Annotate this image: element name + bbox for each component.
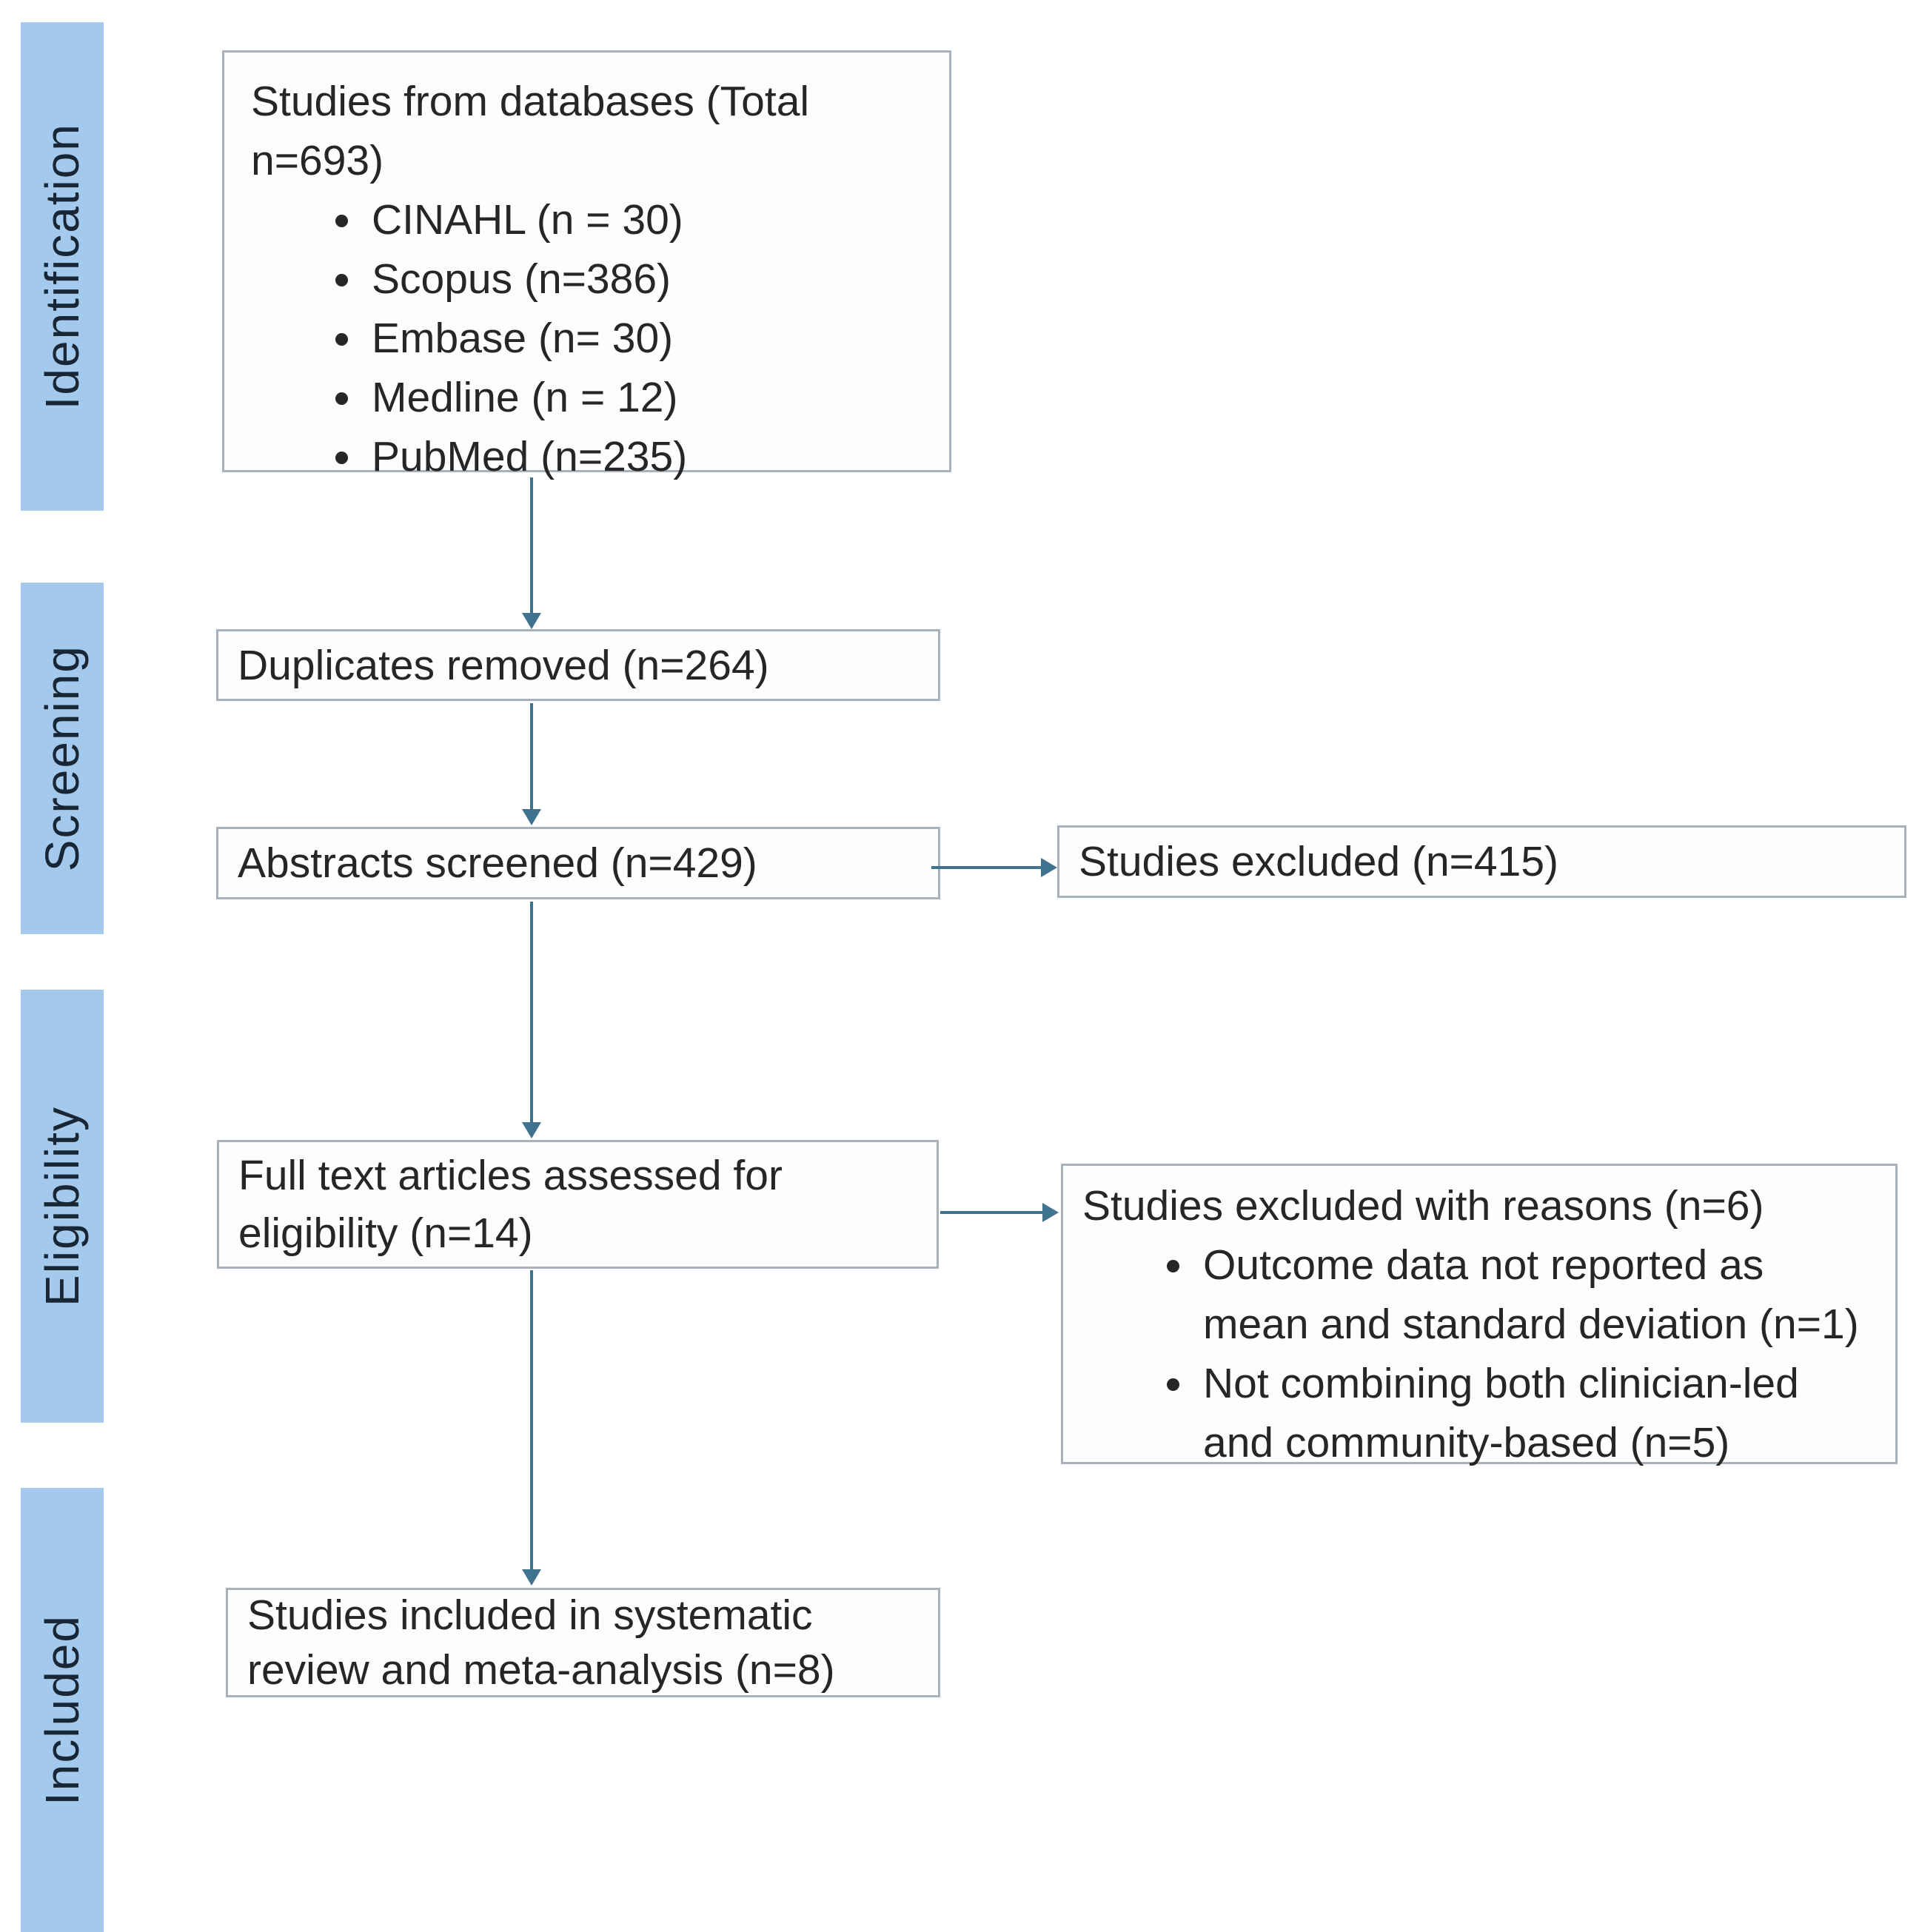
- abstracts-screened-text: Abstracts screened (n=429): [238, 839, 757, 887]
- arrow-down-icon: [522, 1122, 541, 1138]
- arrow-shaft: [931, 866, 1041, 869]
- list-item: CINAHL (n = 30): [366, 190, 927, 249]
- arrow-fulltext-to-included: [522, 1270, 541, 1586]
- excluded-with-reasons-title: Studies excluded with reasons (n=6): [1082, 1182, 1764, 1230]
- list-item: Embase (n= 30): [366, 309, 927, 368]
- excluded-with-reasons-box: Studies excluded with reasons (n=6) Outc…: [1061, 1164, 1898, 1466]
- arrow-shaft: [530, 477, 533, 613]
- arrow-abstracts-to-excluded: [931, 858, 1057, 877]
- stage-label-eligibility: Eligibility: [36, 1106, 89, 1307]
- stage-bar-included: Included: [21, 1488, 104, 1932]
- arrow-down-icon: [522, 809, 541, 825]
- stage-bar-eligibility: Eligibility: [21, 990, 104, 1423]
- list-item: Medline (n = 12): [366, 368, 927, 427]
- abstracts-screened-box: Abstracts screened (n=429): [216, 827, 940, 899]
- arrow-right-icon: [1041, 858, 1057, 877]
- arrow-fulltext-to-reasons: [940, 1203, 1059, 1222]
- arrow-shaft: [530, 703, 533, 809]
- arrow-down-icon: [522, 613, 541, 629]
- studies-excluded-box: Studies excluded (n=415): [1057, 825, 1906, 898]
- list-item: Outcome data not reported as mean and st…: [1197, 1235, 1881, 1354]
- stage-label-included: Included: [36, 1614, 89, 1805]
- excluded-reasons-list: Outcome data not reported as mean and st…: [1082, 1235, 1881, 1472]
- databases-box: Studies from databases (Total n=693) CIN…: [222, 50, 951, 480]
- arrow-databases-to-duplicates: [522, 477, 541, 629]
- arrow-abstracts-to-fulltext: [522, 902, 541, 1138]
- arrow-down-icon: [522, 1569, 541, 1586]
- list-item: PubMed (n=235): [366, 427, 927, 486]
- arrow-right-icon: [1042, 1203, 1059, 1222]
- stage-label-identification: Identification: [36, 123, 89, 410]
- list-item: Scopus (n=386): [366, 249, 927, 309]
- studies-included-box: Studies included in systematic review an…: [226, 1588, 940, 1697]
- arrow-shaft: [940, 1211, 1042, 1214]
- arrow-duplicates-to-abstracts: [522, 703, 541, 825]
- stage-label-screening: Screening: [36, 645, 89, 872]
- stage-bar-identification: Identification: [21, 22, 104, 511]
- fulltext-assessed-text: Full text articles assessed for eligibil…: [238, 1152, 783, 1257]
- duplicates-removed-box: Duplicates removed (n=264): [216, 629, 940, 701]
- studies-excluded-text: Studies excluded (n=415): [1079, 838, 1559, 885]
- list-item: Not combining both clinician-led and com…: [1197, 1354, 1881, 1472]
- duplicates-removed-text: Duplicates removed (n=264): [238, 641, 769, 689]
- stage-bar-screening: Screening: [21, 583, 104, 934]
- arrow-shaft: [530, 1270, 533, 1569]
- fulltext-assessed-box: Full text articles assessed for eligibil…: [217, 1140, 939, 1269]
- databases-box-title: Studies from databases (Total n=693): [251, 78, 810, 184]
- studies-included-text: Studies included in systematic review an…: [247, 1591, 835, 1694]
- databases-list: CINAHL (n = 30) Scopus (n=386) Embase (n…: [251, 190, 927, 486]
- arrow-shaft: [530, 902, 533, 1122]
